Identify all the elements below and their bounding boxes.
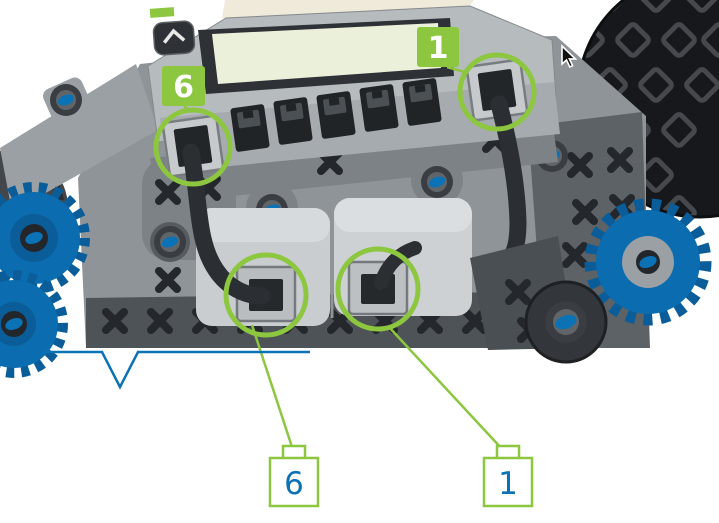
- leader-badge-6: [183, 105, 192, 113]
- cable-tag-6: 6: [268, 444, 320, 508]
- blue-pin: [154, 226, 186, 258]
- blue-pin: [545, 301, 587, 343]
- smart-port: [402, 77, 442, 127]
- smart-port: [230, 103, 270, 153]
- cable-port-6: [182, 143, 271, 305]
- brain-screen: [212, 23, 441, 84]
- annotations: 6 1 6 1: [45, 27, 537, 508]
- highlight-ring-brain-port-6: [153, 107, 233, 187]
- cable-tag-1: 1: [482, 444, 534, 508]
- bracket-line: [45, 350, 310, 390]
- port-badge-1-label: 1: [428, 31, 449, 66]
- status-led: [149, 7, 175, 18]
- mouse-cursor-icon: [561, 44, 578, 69]
- leader-badge-1: [446, 65, 469, 75]
- chevron-up-icon: [162, 28, 186, 44]
- left-chassis-arm: [0, 64, 158, 212]
- right-sprocket: [584, 198, 712, 326]
- port-badge-6: [162, 66, 205, 106]
- highlight-ring-brain-port-1: [457, 52, 537, 132]
- smart-port: [316, 90, 356, 140]
- blue-pin: [421, 166, 453, 198]
- cable-motor-1-stub: [374, 241, 422, 290]
- callout-line-tag-6: [250, 324, 295, 451]
- port-badge-6-label: 6: [173, 70, 194, 105]
- cable-tag-1-label: 1: [498, 466, 518, 502]
- port-badge-1: [417, 27, 459, 67]
- left-sprocket-top: [0, 182, 90, 294]
- highlight-ring-motor-port-6: [223, 252, 309, 338]
- blue-pin: [50, 84, 82, 116]
- left-sprocket-bottom: [0, 270, 68, 378]
- highlight-ring-motor-port-1: [335, 246, 421, 332]
- smart-port: [359, 83, 399, 133]
- smart-port: [273, 96, 313, 146]
- callout-line-tag-1: [387, 325, 504, 451]
- cable-tag-6-label: 6: [284, 466, 304, 502]
- rear-hub-wheel: [524, 280, 608, 364]
- brain-up-button: [152, 20, 196, 56]
